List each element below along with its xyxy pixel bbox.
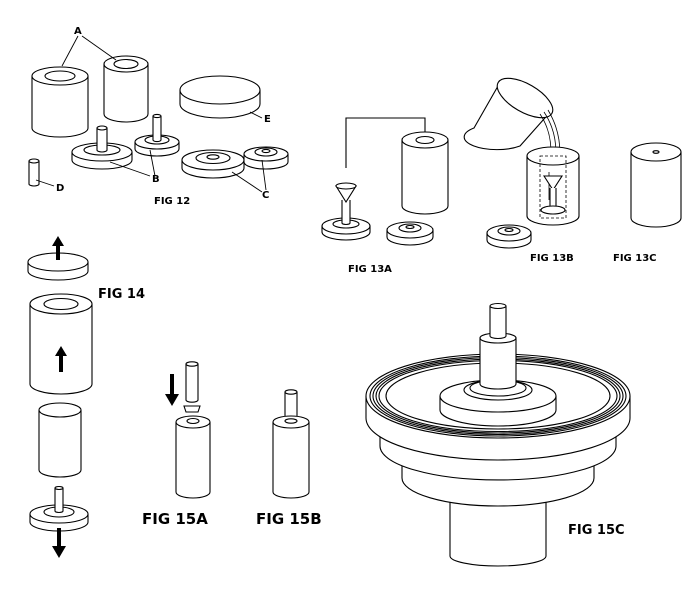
mold-cylinder-13b bbox=[526, 146, 580, 226]
arrow-up-icon bbox=[55, 346, 67, 372]
hollow-cylinder-14 bbox=[29, 293, 93, 395]
fig13b-label: FIG 13B bbox=[530, 253, 574, 264]
part-label-d: D bbox=[56, 183, 64, 194]
base-with-cup-13a bbox=[321, 182, 371, 241]
fig15a-label: FIG 15A bbox=[142, 510, 208, 528]
top-disc-14 bbox=[27, 252, 89, 281]
hollow-cylinder-large bbox=[31, 66, 89, 138]
disc-e bbox=[179, 75, 261, 119]
base-pin-left bbox=[71, 125, 133, 170]
fig12-label: FIG 12 bbox=[154, 196, 190, 207]
fig15c-group: FIG 15C bbox=[365, 302, 631, 567]
ring-base-13b bbox=[486, 224, 532, 249]
fig13a-label: FIG 13A bbox=[348, 264, 392, 275]
fig15b-label: FIG 15B bbox=[256, 510, 322, 528]
hollow-cylinder-small bbox=[103, 55, 149, 123]
base-pin-right bbox=[134, 113, 180, 157]
part-label-a: A bbox=[74, 26, 82, 37]
part-label-e: E bbox=[264, 114, 271, 125]
hub-15c bbox=[439, 379, 557, 427]
fig13b-group: FIG 13B bbox=[463, 77, 580, 264]
pin-insert-15a bbox=[183, 361, 201, 413]
fig12-group: A B C D E FIG 12 bbox=[28, 26, 289, 207]
fig15b-group: FIG 15B bbox=[256, 389, 322, 528]
solid-cylinder-14 bbox=[38, 402, 82, 478]
fig13c-label: FIG 13C bbox=[613, 253, 657, 264]
ring-base-right bbox=[243, 146, 289, 170]
ring-base-left bbox=[181, 149, 245, 179]
fig13c-group: FIG 13C bbox=[613, 142, 682, 264]
arrow-up-icon bbox=[52, 236, 64, 260]
solid-cylinder-13c bbox=[630, 142, 682, 228]
arrow-down-icon bbox=[165, 374, 179, 406]
part-label-b: B bbox=[152, 174, 160, 185]
arrow-down-icon bbox=[52, 528, 66, 558]
bottom-stem-15c bbox=[449, 494, 547, 567]
cylinder-15b bbox=[272, 389, 310, 499]
fig13a-group: FIG 13A bbox=[321, 117, 449, 275]
fig14-label: FIG 14 bbox=[98, 287, 145, 302]
small-pin-d bbox=[28, 158, 40, 187]
fig15a-group: FIG 15A bbox=[142, 361, 211, 528]
pouring-vessel bbox=[463, 77, 554, 151]
cylinder-15a bbox=[175, 415, 211, 499]
ring-base-13a bbox=[386, 221, 434, 246]
part-label-c: C bbox=[262, 190, 269, 201]
post-15c bbox=[479, 302, 517, 390]
hollow-cylinder-13a bbox=[401, 131, 449, 215]
base-pin-14 bbox=[29, 485, 89, 532]
fig15c-label: FIG 15C bbox=[568, 523, 625, 538]
fig14-group: FIG 14 bbox=[27, 236, 145, 558]
